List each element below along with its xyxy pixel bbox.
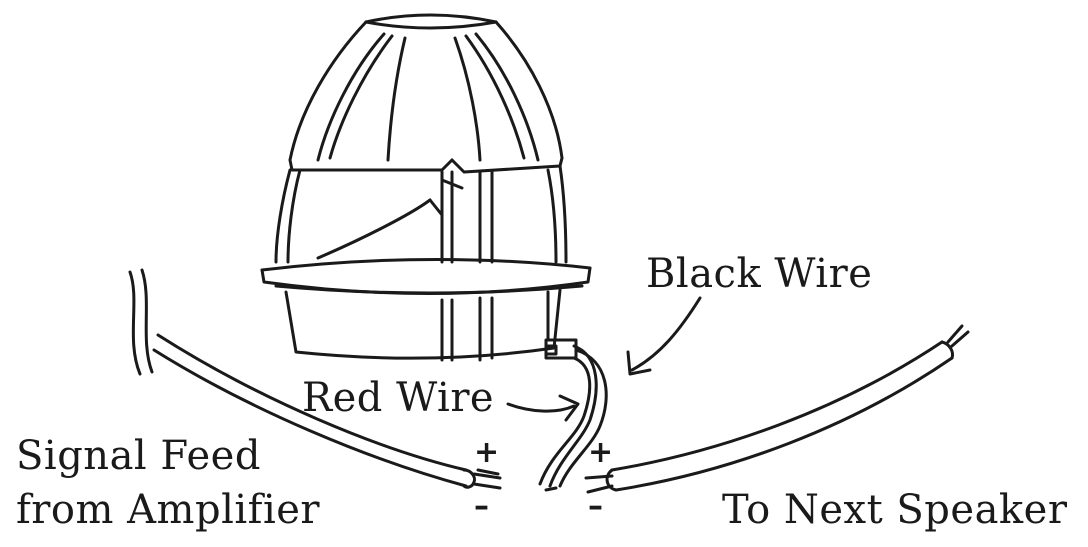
next-speaker-cable <box>584 324 970 494</box>
right-positive-sign: + <box>588 435 614 470</box>
red-wire-arrow <box>506 394 580 422</box>
black-wire-label: Black Wire <box>646 251 873 297</box>
right-negative-sign: – <box>588 489 603 524</box>
black-wire-arrow <box>626 296 702 376</box>
signal-feed-label-line1: Signal Feed <box>16 433 261 479</box>
left-positive-sign: + <box>474 435 500 470</box>
left-negative-sign: – <box>474 489 489 524</box>
signal-feed-label-line2: from Amplifier <box>16 487 321 533</box>
speaker-lead-wires <box>538 344 608 492</box>
speaker-illustration <box>260 13 592 362</box>
red-wire-label: Red Wire <box>302 375 495 421</box>
to-next-speaker-label: To Next Speaker <box>722 487 1068 533</box>
amplifier-cable <box>128 268 502 490</box>
